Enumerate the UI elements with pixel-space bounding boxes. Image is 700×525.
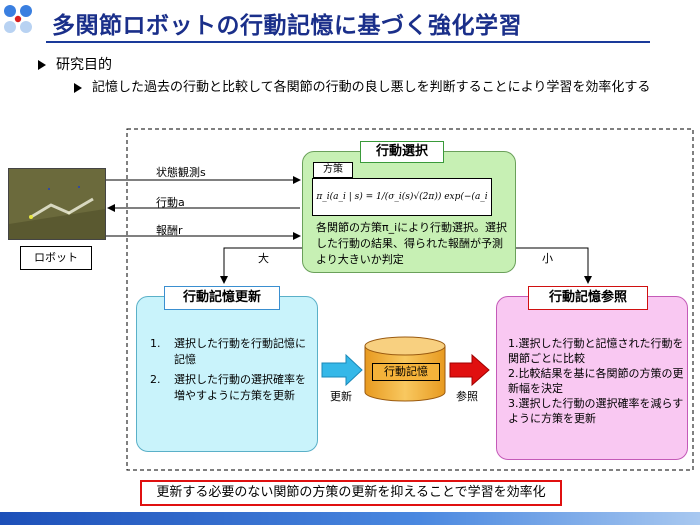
item-number: 1. bbox=[150, 337, 161, 350]
bullet-arrow-icon bbox=[38, 60, 46, 70]
action-selection-description: 各関節の方策π_iにより行動選択。選択した行動の結果、得られた報酬が予測より大き… bbox=[316, 221, 507, 266]
purpose-text: 記憶した過去の行動と比較して各関節の行動の良し悪しを判断することにより学習を効率… bbox=[74, 78, 674, 98]
conclusion-box: 更新する必要のない関節の方策の更新を抑えることで学習を効率化 bbox=[140, 480, 562, 506]
memory-update-box bbox=[136, 296, 318, 452]
memory-reference-box bbox=[496, 296, 688, 460]
purpose-body: 記憶した過去の行動と比較して各関節の行動の良し悪しを判断することにより学習を効率… bbox=[92, 80, 651, 95]
branch-small-label: 小 bbox=[542, 252, 553, 265]
item-text: 選択した行動を行動記憶に記憶 bbox=[174, 337, 306, 366]
robot-image bbox=[8, 168, 106, 240]
reference-label: 参照 bbox=[456, 390, 478, 403]
robot-illustration bbox=[9, 169, 105, 239]
memory-reference-item: 2.比較結果を基に各関節の方策の更新幅を決定 bbox=[508, 367, 684, 395]
memory-reference-item: 1.選択した行動と記憶された行動を関節ごとに比較 bbox=[508, 337, 684, 365]
policy-formula: π_i(a_i | s) = 1/(σ_i(s)√(2π)) exp(−(a_i… bbox=[312, 178, 492, 216]
decor-circle-blue-1 bbox=[4, 5, 16, 17]
purpose-heading: 研究目的 bbox=[38, 54, 112, 74]
page-title: 多関節ロボットの行動記憶に基づく強化学習 bbox=[52, 13, 522, 39]
memory-update-item: 2. 選択した行動の選択確率を増やすように方策を更新 bbox=[150, 372, 314, 404]
system-frame bbox=[126, 128, 694, 471]
state-label: 状態観測s bbox=[156, 166, 206, 179]
branch-large-label: 大 bbox=[258, 252, 269, 265]
memory-update-list: 1. 選択した行動を行動記憶に記憶 2. 選択した行動の選択確率を増やすように方… bbox=[150, 336, 314, 408]
purpose-heading-text: 研究目的 bbox=[56, 57, 112, 73]
item-text: 選択した行動の選択確率を増やすように方策を更新 bbox=[174, 373, 306, 402]
small-branch-arrow bbox=[514, 247, 592, 284]
robot-label: ロボット bbox=[20, 246, 92, 270]
update-label: 更新 bbox=[330, 390, 352, 403]
memory-update-item: 1. 選択した行動を行動記憶に記憶 bbox=[150, 336, 314, 368]
bottom-band bbox=[0, 512, 700, 525]
memory-reference-title: 行動記憶参照 bbox=[528, 286, 648, 310]
action-label: 行動a bbox=[156, 196, 185, 209]
memory-reference-item: 3.選択した行動の選択確率を減らすように方策を更新 bbox=[508, 397, 684, 425]
memory-update-title: 行動記憶更新 bbox=[164, 286, 280, 310]
decor-circle-light-1 bbox=[4, 21, 16, 33]
policy-tag: 方策 bbox=[313, 162, 353, 178]
reward-label: 報酬r bbox=[156, 224, 183, 237]
decor-circle-blue-2 bbox=[20, 5, 32, 17]
reference-arrow bbox=[449, 353, 490, 387]
update-arrow bbox=[321, 353, 363, 387]
item-number: 2. bbox=[150, 373, 161, 386]
bullet-arrow-icon bbox=[74, 83, 82, 93]
large-branch-arrow bbox=[220, 247, 302, 284]
decor-circle-red bbox=[14, 15, 22, 23]
action-selection-title: 行動選択 bbox=[360, 141, 444, 163]
decor-circle-light-2 bbox=[20, 21, 32, 33]
memory-reference-list: 1.選択した行動と記憶された行動を関節ごとに比較 2.比較結果を基に各関節の方策… bbox=[508, 336, 684, 426]
memory-label: 行動記憶 bbox=[372, 363, 440, 381]
